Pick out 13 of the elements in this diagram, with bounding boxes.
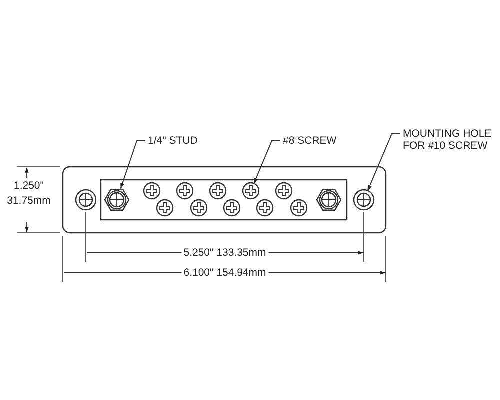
dimension-label: 31.75mm bbox=[5, 195, 53, 207]
callout-text: #8 SCREW bbox=[283, 135, 363, 147]
dimension-label: 1.250" bbox=[12, 180, 46, 192]
stud-drawing bbox=[104, 189, 130, 211]
callout-text: 1/4" STUD bbox=[148, 135, 238, 147]
dimension-label: 6.100" 154.94mm bbox=[182, 267, 268, 279]
leader-line bbox=[367, 134, 400, 192]
screw-drawing bbox=[242, 182, 260, 200]
dimension-label: 5.250" 133.35mm bbox=[182, 247, 268, 259]
leader-line bbox=[120, 140, 146, 190]
mounting-hole-drawing bbox=[353, 189, 375, 211]
leader-line bbox=[254, 140, 280, 184]
callout-text: MOUNTING HOLE FOR #10 SCREW bbox=[403, 128, 495, 152]
